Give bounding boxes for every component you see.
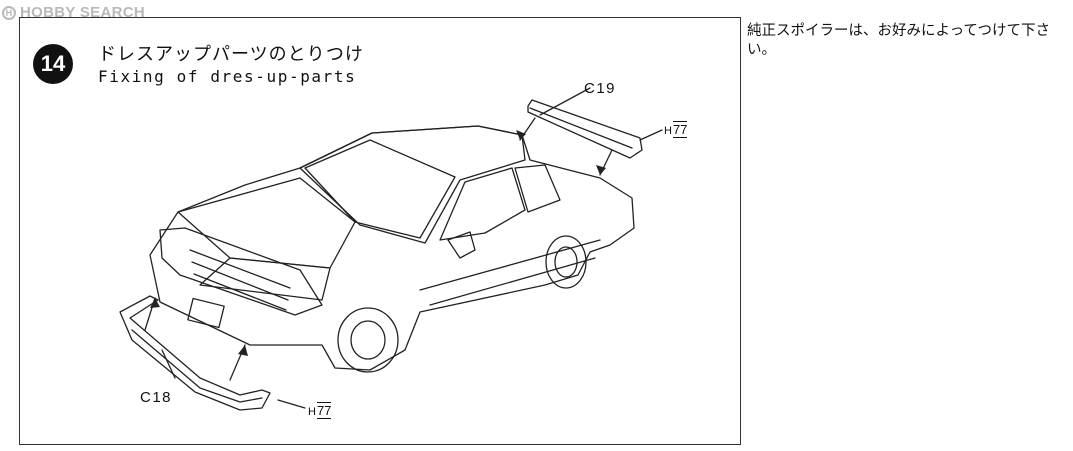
step-title-english: Fixing of dres-up-parts: [98, 67, 357, 86]
car-side-mirror: [447, 231, 476, 259]
watermark-logo-icon: H: [2, 5, 16, 20]
car-license-plate: [187, 297, 225, 329]
step-number-badge: 14: [33, 44, 73, 84]
step-number: 14: [40, 51, 66, 76]
rear-spoiler-paint-prefix: H: [664, 125, 672, 137]
front-spoiler-part: [119, 295, 271, 411]
assembly-note: 純正スポイラーは、お好みによってつけて下さい。: [747, 23, 1051, 58]
front-spoiler-label: C18: [140, 389, 173, 406]
car-side-window: [439, 167, 526, 241]
rear-spoiler-paint-number: 77: [672, 121, 688, 138]
rear-spoiler-label: C19: [584, 80, 617, 97]
car-grille: [159, 227, 323, 316]
car-hood: [177, 177, 356, 269]
car-front-wheel: [337, 307, 399, 373]
car-roof: [299, 125, 526, 244]
watermark-text: HOBBY SEARCH: [20, 4, 146, 21]
front-spoiler-paint-prefix: H: [308, 406, 316, 418]
front-spoiler-paint-number: 77: [316, 402, 332, 419]
front-spoiler-paint-code: H77: [308, 402, 332, 419]
rear-spoiler-paint-code: H77: [664, 121, 688, 138]
car-rear-window: [514, 164, 561, 213]
car-rear-wheel: [545, 235, 587, 289]
watermark: H HOBBY SEARCH: [2, 4, 145, 21]
car-windshield: [304, 139, 456, 239]
step-title-japanese: ドレスアップパーツのとりつけ: [98, 44, 364, 65]
rear-spoiler-part: [527, 99, 643, 159]
